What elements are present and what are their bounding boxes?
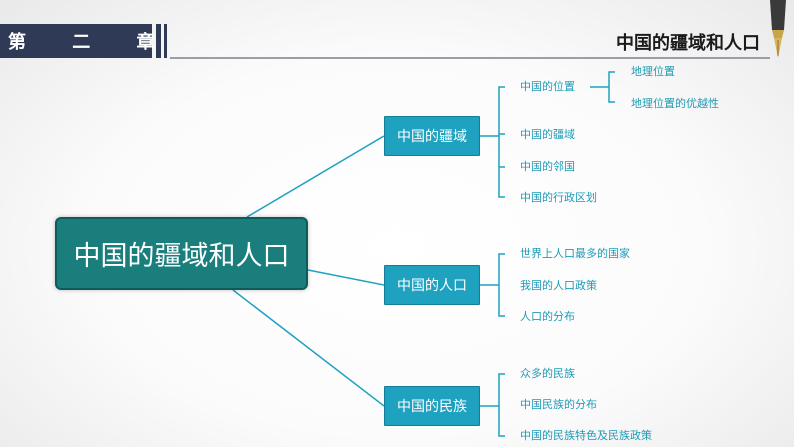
header-stripe bbox=[156, 24, 161, 58]
leaf-location-advantage: 地理位置的优越性 bbox=[631, 97, 719, 110]
leaf-ethnic-policy: 中国的民族特色及民族政策 bbox=[520, 429, 652, 442]
mindmap-root: 中国的疆域和人口 bbox=[55, 217, 308, 290]
header-divider bbox=[170, 57, 770, 59]
leaf-territory: 中国的疆域 bbox=[520, 128, 575, 141]
connector-root-b2 bbox=[307, 269, 385, 286]
page-title: 中国的疆域和人口 bbox=[616, 33, 760, 54]
leaf-population-distribution: 人口的分布 bbox=[520, 310, 575, 323]
header-stripe bbox=[164, 24, 167, 58]
leaf-most-populous: 世界上人口最多的国家 bbox=[520, 247, 630, 260]
connector-root-b1 bbox=[246, 135, 385, 218]
leaf-geo-location: 地理位置 bbox=[631, 65, 675, 78]
branch-territory: 中国的疆域 bbox=[384, 116, 480, 156]
chapter-label: 第 二 章 bbox=[0, 24, 155, 58]
bracket-b1 bbox=[498, 86, 505, 198]
leaf-ethnic-distribution: 中国民族的分布 bbox=[520, 398, 597, 411]
bracket-b2 bbox=[498, 253, 505, 317]
bracket-sub bbox=[608, 71, 615, 103]
fountain-pen-icon bbox=[770, 0, 786, 58]
leaf-many-ethnic-groups: 众多的民族 bbox=[520, 367, 575, 380]
bracket-b3 bbox=[498, 373, 505, 437]
leaf-neighbors: 中国的邻国 bbox=[520, 160, 575, 173]
connector-root-b3 bbox=[232, 289, 385, 407]
leaf-population-policy: 我国的人口政策 bbox=[520, 279, 597, 292]
leaf-administrative-divisions: 中国的行政区划 bbox=[520, 191, 597, 204]
leaf-location: 中国的位置 bbox=[520, 80, 575, 93]
branch-ethnic-groups: 中国的民族 bbox=[384, 386, 480, 426]
branch-population: 中国的人口 bbox=[384, 265, 480, 305]
